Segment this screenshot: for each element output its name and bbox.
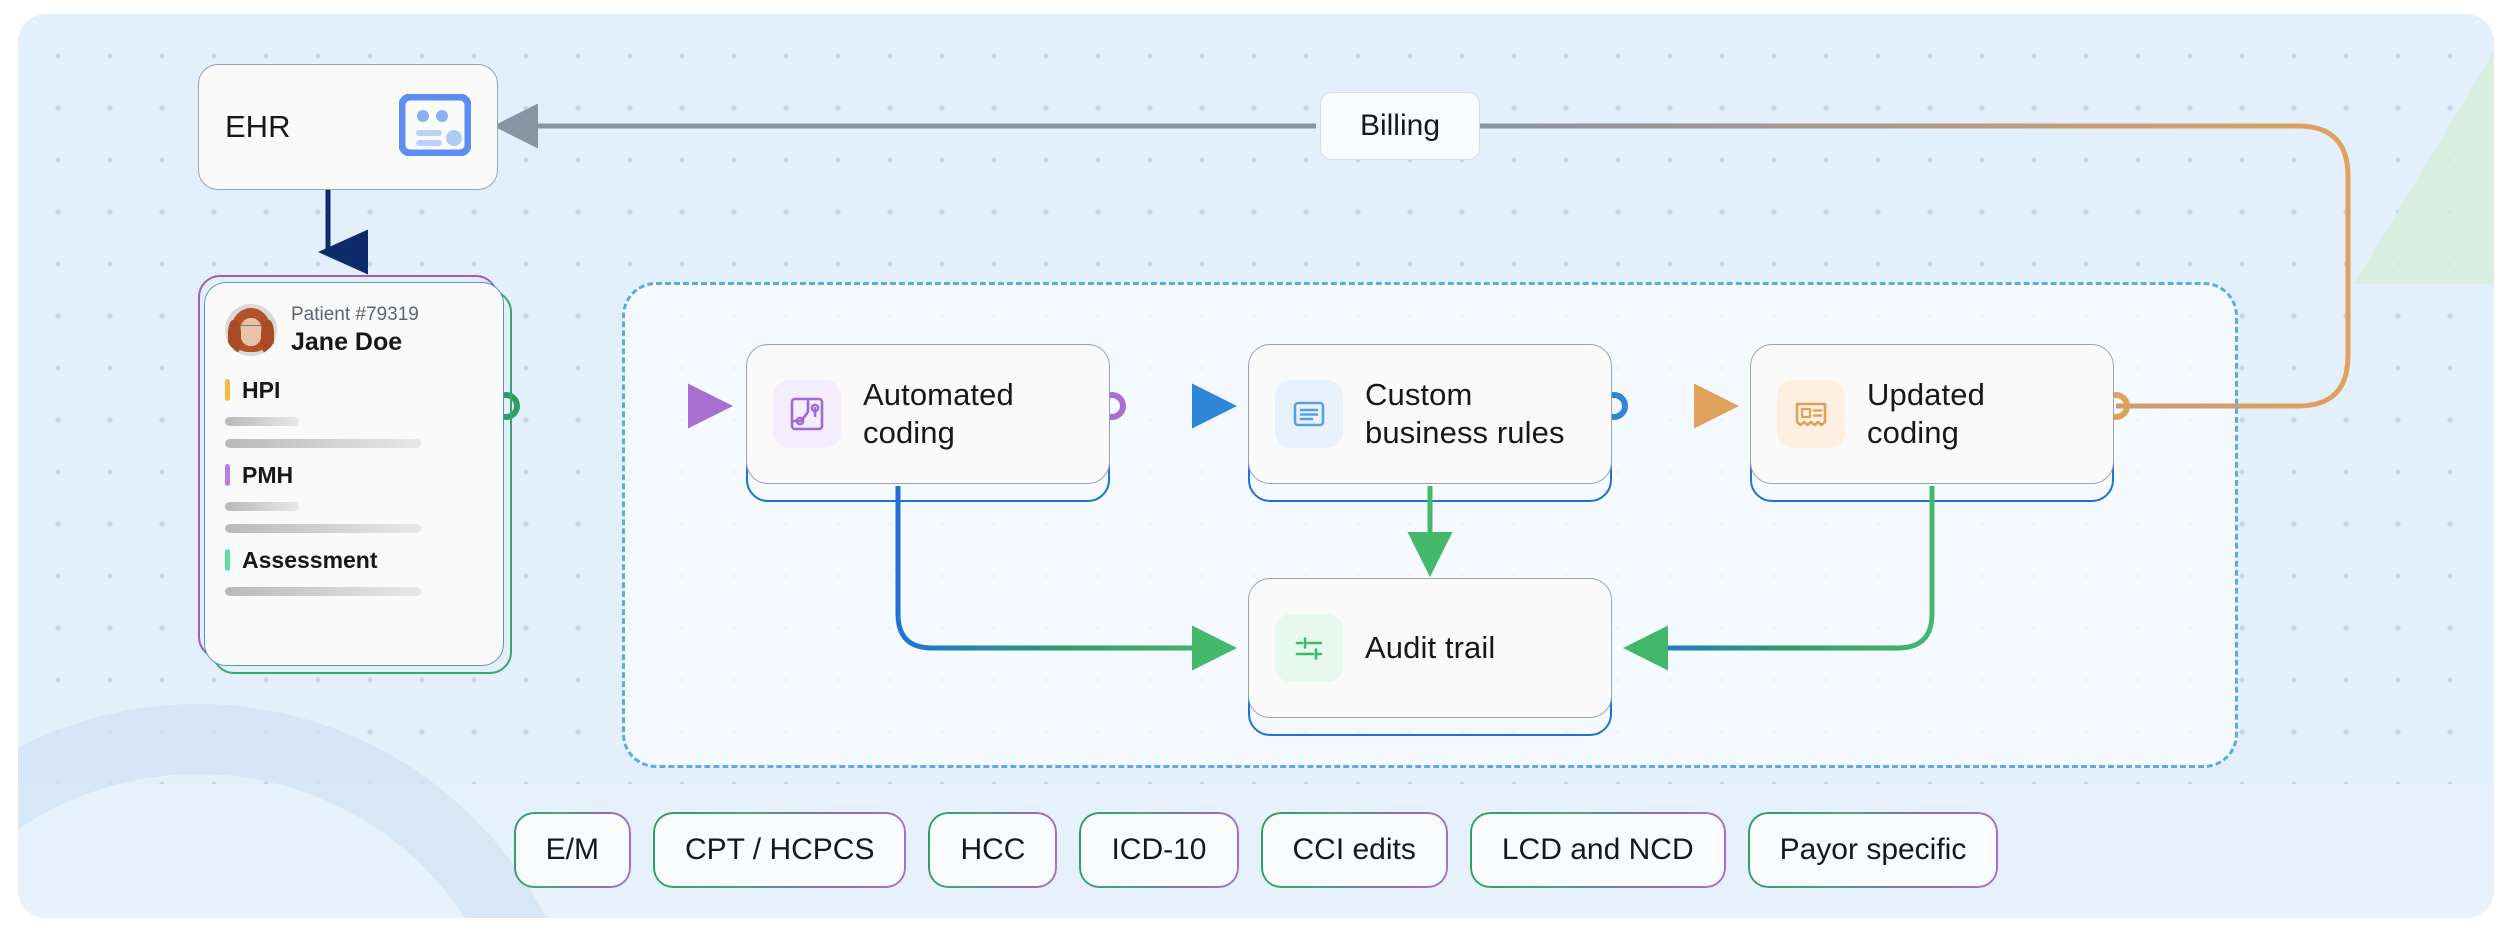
pill-cci-edits[interactable]: CCI edits xyxy=(1262,814,1446,886)
patient-section-hpi: HPI xyxy=(205,363,503,448)
skeleton-line xyxy=(225,523,421,533)
canvas-surface: EHR Billing xyxy=(18,14,2494,918)
automated-coding-label: Automated coding xyxy=(863,377,1014,450)
node-ehr[interactable]: EHR xyxy=(198,64,498,190)
node-audit-trail[interactable]: Audit trail xyxy=(1248,578,1612,718)
code-set-pill-list: E/M CPT / HCPCS HCC ICD-10 CCI edits LCD… xyxy=(18,814,2494,886)
section-accent-bar xyxy=(225,379,230,402)
section-title: HPI xyxy=(242,376,281,403)
ehr-label: EHR xyxy=(225,109,291,144)
node-updated-coding[interactable]: Updated coding xyxy=(1750,344,2114,484)
pill-em[interactable]: E/M xyxy=(515,814,629,886)
node-patient-card[interactable]: Patient #79319 Jane Doe HPI PMH xyxy=(204,282,504,666)
section-title: Assessment xyxy=(242,546,378,573)
pill-hcc[interactable]: HCC xyxy=(930,814,1056,886)
section-title: PMH xyxy=(242,461,294,488)
pill-payor-specific[interactable]: Payor specific xyxy=(1749,814,1997,886)
decorative-triangle xyxy=(2354,34,2494,284)
node-automated-coding[interactable]: Automated coding xyxy=(746,344,1110,484)
skeleton-line xyxy=(225,416,299,426)
rules-document-icon xyxy=(1275,380,1343,448)
sliders-icon xyxy=(1275,614,1343,682)
ehr-record-icon xyxy=(398,93,472,161)
skeleton-line xyxy=(225,586,421,596)
billing-label: Billing xyxy=(1359,109,1441,142)
custom-business-rules-label: Custom business rules xyxy=(1365,377,1565,450)
patient-name: Jane Doe xyxy=(291,327,403,356)
patient-section-pmh: PMH xyxy=(205,448,503,533)
node-billing[interactable]: Billing xyxy=(1320,92,1480,160)
patient-id: Patient #79319 xyxy=(291,304,419,325)
pill-lcd-and-ncd[interactable]: LCD and NCD xyxy=(1471,814,1724,886)
section-accent-bar xyxy=(225,549,230,572)
patient-header: Patient #79319 Jane Doe xyxy=(205,283,503,363)
updated-coding-label: Updated coding xyxy=(1867,377,1985,450)
section-accent-bar xyxy=(225,464,230,487)
patient-avatar xyxy=(225,303,277,356)
patient-section-assessment: Assessment xyxy=(205,533,503,596)
circuit-board-icon xyxy=(773,380,841,448)
receipt-icon xyxy=(1777,380,1845,448)
audit-trail-label: Audit trail xyxy=(1365,630,1496,666)
node-custom-business-rules[interactable]: Custom business rules xyxy=(1248,344,1612,484)
pill-cpt-hcpcs[interactable]: CPT / HCPCS xyxy=(654,814,905,886)
skeleton-line xyxy=(225,501,299,511)
pill-icd-10[interactable]: ICD-10 xyxy=(1081,814,1237,886)
skeleton-line xyxy=(225,438,421,448)
